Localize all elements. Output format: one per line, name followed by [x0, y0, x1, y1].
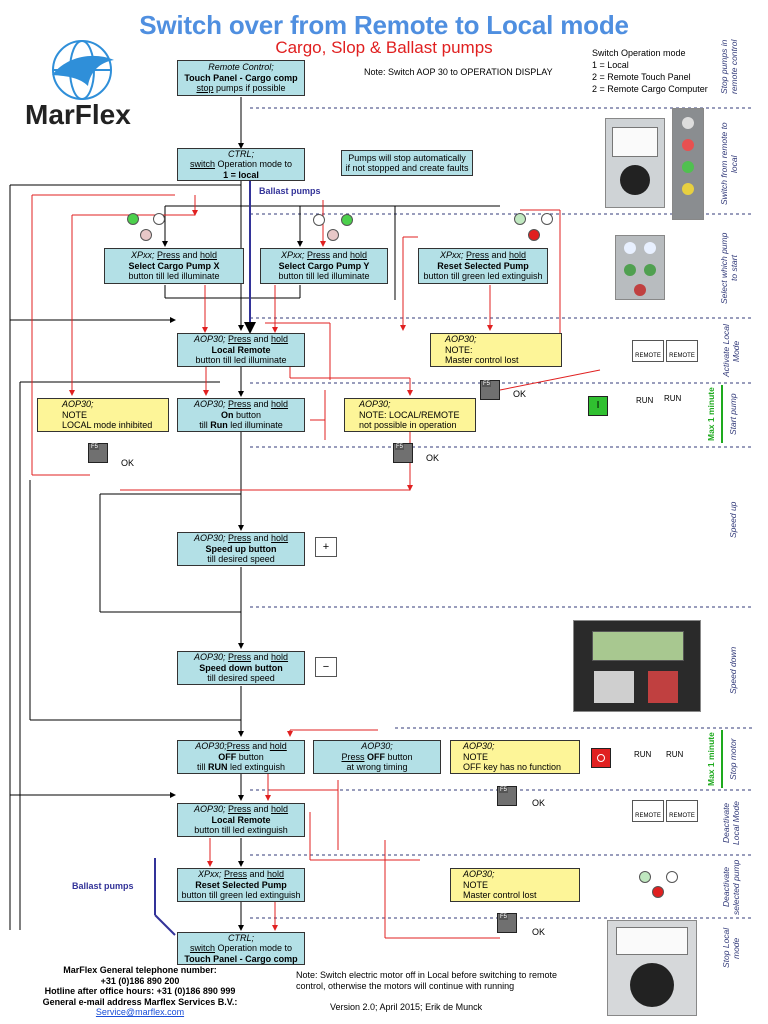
email-link[interactable]: Service@marflex.com: [95, 1007, 185, 1017]
ctrl-switch-local-box: CTRL; switch Operation mode to 1 = local: [177, 148, 305, 181]
run-led-on: RUN: [664, 394, 682, 403]
page-title: Switch over from Remote to Local mode: [139, 10, 629, 40]
remote-key-off: REMOTE: [666, 800, 698, 822]
note-local-remote-not-possible: AOP30; NOTE: LOCAL/REMOTE not possible i…: [344, 398, 476, 432]
side-label-stop-local: Stop Local mode: [721, 927, 741, 969]
off-wrong-timing-box: AOP30; Press OFF button at wrong timing: [313, 740, 441, 774]
remote-key-on: REMOTE: [632, 800, 664, 822]
local-remote-off-box: AOP30; Press and hold Local Remote butto…: [177, 803, 305, 837]
ok-label: OK: [513, 389, 527, 399]
pump-select-panel-photo: [615, 235, 665, 300]
ok-label: OK: [532, 927, 546, 937]
logo-text: MarFlex: [25, 99, 131, 130]
run-led-off: RUN: [666, 750, 684, 759]
ok-label: OK: [532, 798, 546, 808]
note-master-control-lost: AOP30; NOTE: Master control lost: [430, 333, 562, 367]
logo-globe: [52, 40, 114, 100]
speed-up-box: AOP30; Press and hold Speed up button ti…: [177, 532, 305, 566]
led-green-icon: [127, 213, 139, 225]
side-label-switch-local: Switch from remote to local: [719, 122, 739, 206]
footer-line: MarFlex General telephone number:: [63, 965, 217, 975]
remote-key-off: REMOTE: [632, 340, 664, 362]
operation-modes: Switch Operation mode 1 = Local 2 = Remo…: [592, 47, 708, 95]
note-bottom: Note: Switch electric motor off in Local…: [296, 970, 557, 991]
remote-key-on: REMOTE: [666, 340, 698, 362]
operation-mode-switch-photo: [605, 118, 665, 208]
led-red-off-icon: [327, 229, 339, 241]
side-label-max2: Max 1 minute: [706, 732, 716, 786]
auto-stop-note: Pumps will stop automatically if not sto…: [341, 150, 473, 176]
f5-key[interactable]: F5: [480, 380, 500, 400]
run-led-off: RUN: [636, 396, 654, 405]
aop30-operator-panel-photo: [573, 620, 701, 712]
side-label-deactivate-local: Deactivate Local Mode: [721, 801, 741, 845]
version-text: Version 2.0; April 2015; Erik de Munck: [330, 1002, 483, 1012]
side-label-max1: Max 1 minute: [706, 387, 716, 441]
run-led-on: RUN: [634, 750, 652, 759]
side-label-speed-up: Speed up: [728, 501, 738, 539]
side-label-select-pump: Select which pump to start: [719, 232, 739, 304]
led-red-off-icon: [140, 229, 152, 241]
side-label-speed-down: Speed down: [728, 646, 738, 694]
side-label-activate-local: Activate Local Mode: [721, 324, 741, 378]
note-local-inhibited: AOP30; NOTE LOCAL mode inhibited: [37, 398, 169, 432]
led-red-icon: [528, 229, 540, 241]
led-green-icon: [341, 214, 353, 226]
led-off-icon: [313, 214, 325, 226]
footer-contact: MarFlex General telephone number: +31 (0…: [20, 965, 260, 1018]
ballast-pumps-label: Ballast pumps: [72, 881, 134, 891]
speed-down-key-icon: −: [315, 657, 337, 677]
note-off-no-function: AOP30; NOTE OFF key has no function: [450, 740, 580, 774]
ctrl-switch-remote-box: CTRL; switch Operation mode to Touch Pan…: [177, 932, 305, 965]
f5-key[interactable]: F5: [88, 443, 108, 463]
remote-control-box: Remote Control; Touch Panel - Cargo comp…: [177, 60, 305, 96]
led-green-off-icon: [639, 871, 651, 883]
f5-key[interactable]: F5: [497, 913, 517, 933]
speed-up-key-icon: +: [315, 537, 337, 557]
local-remote-box: AOP30; Press and hold Local Remote butto…: [177, 333, 305, 367]
on-key-icon: I: [588, 396, 608, 416]
select-cargo-pump-x-box: XPxx; Press and hold Select Cargo Pump X…: [104, 248, 244, 284]
led-off-icon: [666, 871, 678, 883]
mode-item: 2 = Remote Touch Panel: [592, 72, 691, 82]
off-button-box: AOP30;Press and hold OFF button till RUN…: [177, 740, 305, 774]
side-label-stop-remote: Stop pumps in remote control: [719, 39, 739, 95]
page-subtitle: Cargo, Slop & Ballast pumps: [275, 38, 493, 57]
footer-line: Hotline after office hours: +31 (0)186 8…: [44, 986, 236, 996]
ok-label: OK: [426, 453, 440, 463]
footer-line: General e-mail address Marflex Services …: [42, 996, 238, 1007]
on-button-box: AOP30; Press and hold On button till Run…: [177, 398, 305, 432]
operation-mode-switch-photo-2: [607, 920, 697, 1016]
side-label-deactivate-pump: Deactivate selected pump: [721, 859, 741, 915]
pump-panel-photo: [672, 108, 704, 220]
select-cargo-pump-y-box: XPxx; Press and hold Select Cargo Pump Y…: [260, 248, 388, 284]
reset-selected-pump-off-box: XPxx; Press and hold Reset Selected Pump…: [177, 868, 305, 902]
led-red-icon: [652, 886, 664, 898]
reset-selected-pump-box: XPxx; Press and hold Reset Selected Pump…: [418, 248, 548, 284]
side-label-start-pump: Start pump: [728, 393, 738, 435]
side-label-stop-motor: Stop motor: [728, 738, 738, 780]
f5-key[interactable]: F5: [497, 786, 517, 806]
ok-label: OK: [121, 458, 135, 468]
f5-key[interactable]: F5: [393, 443, 413, 463]
mode-item: 2 = Remote Cargo Computer: [592, 84, 708, 94]
note-master-control-lost-2: AOP30; NOTE Master control lost: [450, 868, 580, 902]
led-green-off-icon: [514, 213, 526, 225]
ballast-pumps-label: Ballast pumps: [259, 186, 321, 196]
led-off-icon: [541, 213, 553, 225]
note-operation-display: Note: Switch AOP 30 to OPERATION DISPLAY: [364, 67, 553, 77]
off-key-icon: [591, 748, 611, 768]
modes-heading: Switch Operation mode: [592, 48, 686, 58]
footer-line: +31 (0)186 890 200: [100, 975, 180, 986]
led-off-icon: [153, 213, 165, 225]
speed-down-box: AOP30; Press and hold Speed down button …: [177, 651, 305, 685]
mode-item: 1 = Local: [592, 60, 629, 70]
